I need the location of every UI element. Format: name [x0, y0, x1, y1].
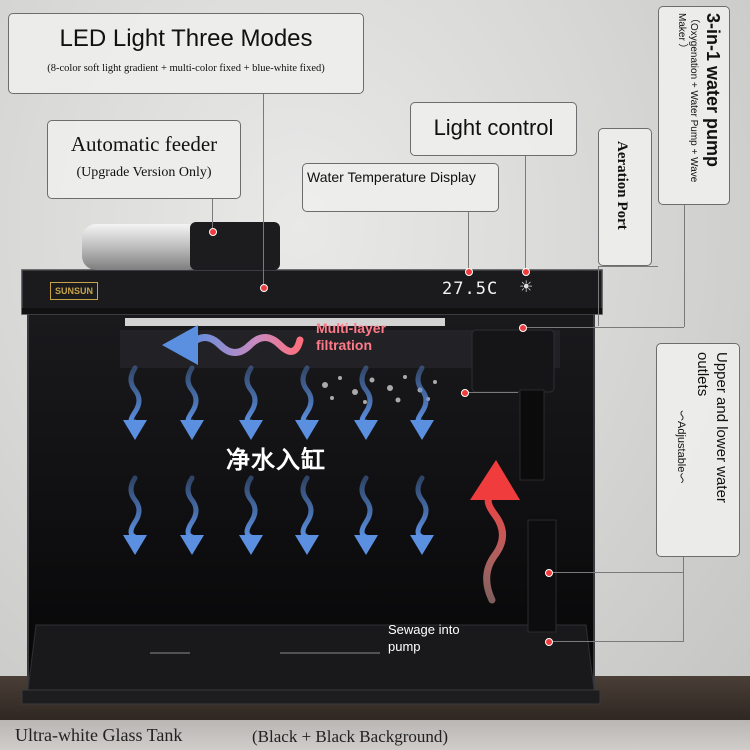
footer-bar	[0, 720, 750, 750]
led-title: LED Light Three Modes	[59, 25, 313, 52]
down-arrowhead	[410, 420, 434, 440]
down-arrow-wave	[415, 475, 429, 540]
down-arrow-wave	[359, 475, 373, 540]
automatic-feeder	[82, 222, 280, 270]
water-pump	[471, 329, 557, 633]
callout-pump: 3-in-1 water pump （Oxygenation + Water P…	[658, 6, 730, 205]
flow-arrowhead	[162, 325, 198, 365]
down-arrowhead	[123, 535, 147, 555]
footer-left: Ultra-white Glass Tank	[15, 725, 183, 745]
down-arrow-wave	[300, 475, 314, 540]
brand-logo: SUNSUN	[50, 282, 99, 300]
down-arrows	[123, 365, 434, 555]
marker-aeration	[461, 389, 469, 397]
temperature-display: 27.5C	[442, 279, 499, 299]
aeration-title: Aeration Port	[614, 141, 630, 230]
marker-pump	[519, 324, 527, 332]
light-control-title: Light control	[433, 115, 554, 140]
down-arrowhead	[239, 535, 263, 555]
filtration-label: Multi-layer filtration	[316, 320, 387, 353]
down-arrowhead	[295, 420, 319, 440]
down-arrowhead	[239, 420, 263, 440]
footer-right: (Black + Black Background)	[252, 727, 449, 746]
flow-wave	[186, 334, 304, 356]
down-arrowhead	[354, 420, 378, 440]
feeder-subtitle: (Upgrade Version Only)	[76, 165, 212, 180]
marker-outlet-lower	[545, 638, 553, 646]
callout-water-temp: Water Temperature Display	[302, 163, 499, 212]
feeder-title: Automatic feeder	[70, 132, 218, 156]
callout-led: LED Light Three Modes (8-color soft ligh…	[8, 13, 364, 94]
down-arrowhead	[180, 535, 204, 555]
callout-aeration: Aeration Port	[598, 128, 652, 266]
outlets-title: Upper and lower water outlets	[694, 352, 730, 503]
down-arrow-wave	[244, 475, 258, 540]
pump-subtitle: （Oxygenation + Water Pump + Wave Maker ）	[676, 13, 699, 183]
marker-outlet-upper	[545, 569, 553, 577]
water-temp-title: Water Temperature Display	[307, 169, 476, 185]
marker-light	[522, 268, 530, 276]
down-arrowhead	[180, 420, 204, 440]
tank-lid	[21, 269, 603, 315]
sewage-label: Sewage into pump	[388, 622, 460, 654]
callout-feeder: Automatic feeder (Upgrade Version Only)	[47, 120, 241, 199]
down-arrowhead	[295, 535, 319, 555]
down-arrow-wave	[128, 475, 142, 540]
pump-title: 3-in-1 water pump	[703, 13, 723, 168]
marker-led	[260, 284, 268, 292]
down-arrowhead	[410, 535, 434, 555]
light-icon[interactable]: ☀	[519, 279, 534, 296]
outlets-subtitle: ～Adjustable～	[675, 410, 687, 484]
down-arrowhead	[123, 420, 147, 440]
down-arrow-wave	[185, 475, 199, 540]
led-light-bar	[125, 318, 445, 326]
down-arrowhead	[354, 535, 378, 555]
marker-temp	[465, 268, 473, 276]
up-arrowhead	[470, 460, 520, 500]
clean-water-label: 净水入缸	[226, 446, 326, 474]
led-subtitle: (8-color soft light gradient + multi-col…	[47, 63, 325, 74]
marker-feeder	[209, 228, 217, 236]
callout-outlets: Upper and lower water outlets ～Adjustabl…	[656, 343, 740, 557]
callout-light-control: Light control	[410, 102, 577, 156]
